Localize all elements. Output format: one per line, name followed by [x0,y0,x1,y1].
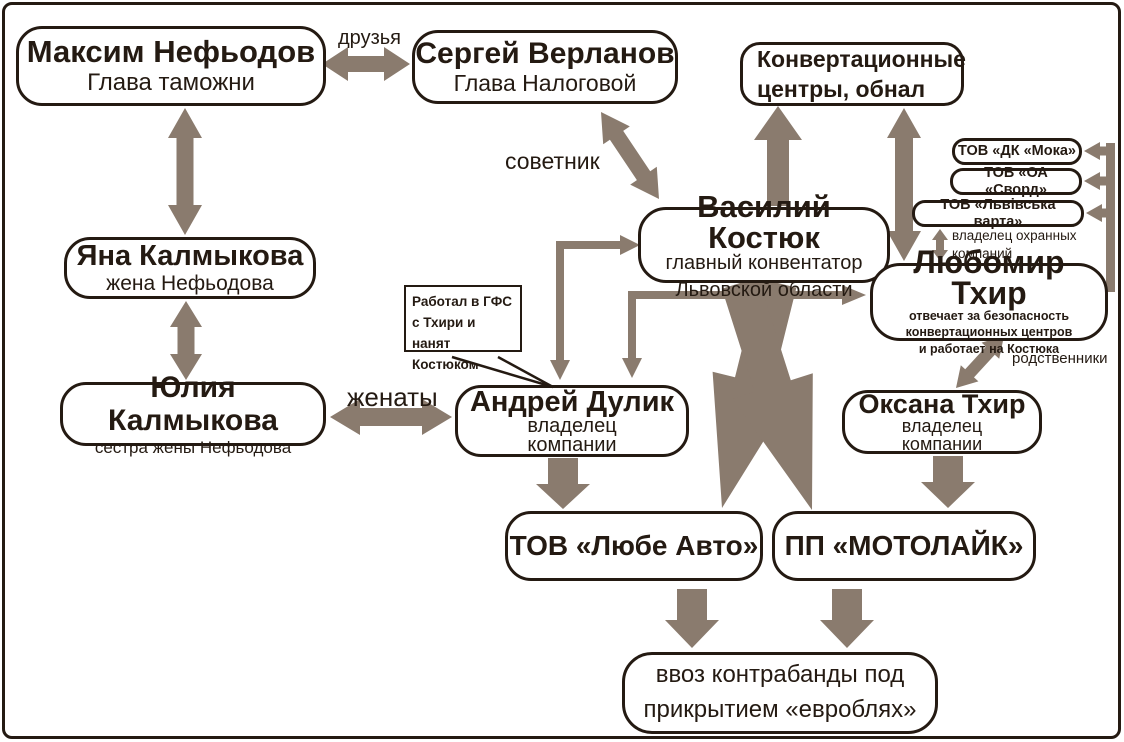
arrow-dulik-lyube [536,458,590,509]
node-subtitle-2: конвертационных центров [905,325,1073,340]
node-subtitle: Глава таможни [87,68,255,96]
arrow-rail-moka [1084,142,1115,160]
arrow-conversion-thir [887,108,921,261]
node-motolike: ПП «МОТОЛАЙК» [772,511,1036,581]
callout-pointer-edge [451,355,554,389]
arrow-rodstvenniki [956,336,1004,388]
node-verlanov: Сергей Верланов Глава Налоговой [412,30,678,104]
edge-label-vladelets-ohrannyh: владелец охранных компаний [952,228,1077,261]
arrow-lyube-vvoz [665,589,719,648]
node-title: ПП «МОТОЛАЙК» [784,530,1024,562]
arrowhead-onto-dulik-2 [622,358,642,378]
node-title: ТОВ «ДК «Мока» [958,143,1076,160]
node-subtitle-1: отвечает за безопасность [908,309,1070,324]
node-subtitle-3: и работает на Костюка [918,341,1060,356]
arrow-rail-svord [1084,172,1115,190]
node-title-line1: Конвертационные [757,45,966,72]
node-subtitle-1: владелец [527,414,617,437]
node-title: Андрей Дулик [469,385,675,418]
node-title-line2: центры, обнал [757,76,926,102]
node-subtitle-2: компании [527,433,617,456]
node-kostyuk: Василий Костюк главный конвентатор Львов… [638,191,890,300]
arrow-druzya [322,47,410,81]
arrow-rail-varta [1086,204,1115,222]
arrow-moto-vvoz [820,589,874,648]
arrow-varta-thir [932,229,948,261]
node-title: Оксана Тхир [858,389,1026,420]
node-title: Василий Костюк [697,188,831,255]
note-line2: с Тхири и нанят [412,314,476,351]
note-callout: Работал в ГФС с Тхири и нанят Костюком [404,285,522,372]
node-title: ТОВ «ОА «Сворд» [984,165,1048,198]
node-title: Юлия Калмыкова [108,370,278,438]
arrowhead-onto-dulik-1 [550,360,570,380]
node-title: ТОВ «Любе Авто» [509,530,759,562]
arrowhead-into-thir [842,285,866,305]
arrow-oksana-moto [921,456,975,508]
arrow-dulik-thir-v [628,291,636,359]
node-subtitle: жена Нефьодова [106,272,274,296]
edge-label-rodstvenniki: родственники [1012,350,1108,367]
node-title-line2: прикрытием «евроблях» [643,696,917,723]
callout-pointer-edge [497,355,554,389]
node-lyube-avto: ТОВ «Любе Авто» [505,511,763,581]
node-subtitle-2: Львовской области [675,278,853,301]
arrow-dulik-kostyuk-v [556,241,564,361]
arrowhead-into-kostyuk [620,235,640,255]
node-dulik: Андрей Дулик владелец компании [455,385,689,457]
node-varta: ТОВ «Львівська варта» [912,197,1084,230]
node-title-line1: ввоз контрабанды под [655,661,905,689]
node-subtitle-2: компании [901,433,983,454]
arrow-kostyuk-conversion [754,106,802,206]
node-nefyodov: Максим Нефьодов Глава таможни [16,26,326,106]
node-title: Сергей Верланов [415,37,675,71]
node-title: ТОВ «Львівська варта» [940,197,1056,230]
node-conversion-centers: Конвертационные центры, обнал [740,42,966,106]
node-title: Максим Нефьодов [26,34,316,70]
node-yulia: Юлия Калмыкова сестра жены Нефьодова [60,371,326,457]
node-title: Любомир Тхир [913,244,1065,311]
node-svord: ТОВ «ОА «Сворд» [950,165,1082,198]
arrow-zhenaty [330,399,452,435]
node-yana: Яна Калмыкова жена Нефьодова [64,237,316,299]
node-subtitle-1: владелец [901,416,983,437]
node-vvoz-kontrabandy: ввоз контрабанды под прикрытием «евробля… [622,652,938,734]
node-subtitle-1: главный конвентатор [665,251,863,274]
node-thir: Любомир Тхир отвечает за безопасность ко… [870,246,1108,356]
edge-label-druzya: друзья [338,27,401,49]
node-moka: ТОВ «ДК «Мока» [952,138,1082,165]
arrow-yana-yulia [170,301,202,380]
arrow-nefyodov-yana [168,108,202,235]
arrow-sovetnik [601,112,659,199]
arrow-kostyuk-moto [721,277,813,510]
arrow-dulik-kostyuk-h [556,241,622,249]
node-subtitle: сестра жены Нефьодова [94,438,292,458]
note-line1: Работал в ГФС [412,294,513,309]
node-title: Яна Калмыкова [76,240,304,272]
node-oksana: Оксана Тхир владелец компании [842,390,1042,454]
node-subtitle: Глава Налоговой [453,69,637,96]
edge-label-zhenaty: женаты [347,382,438,412]
edge-label-sovetnik: советник [505,148,600,174]
